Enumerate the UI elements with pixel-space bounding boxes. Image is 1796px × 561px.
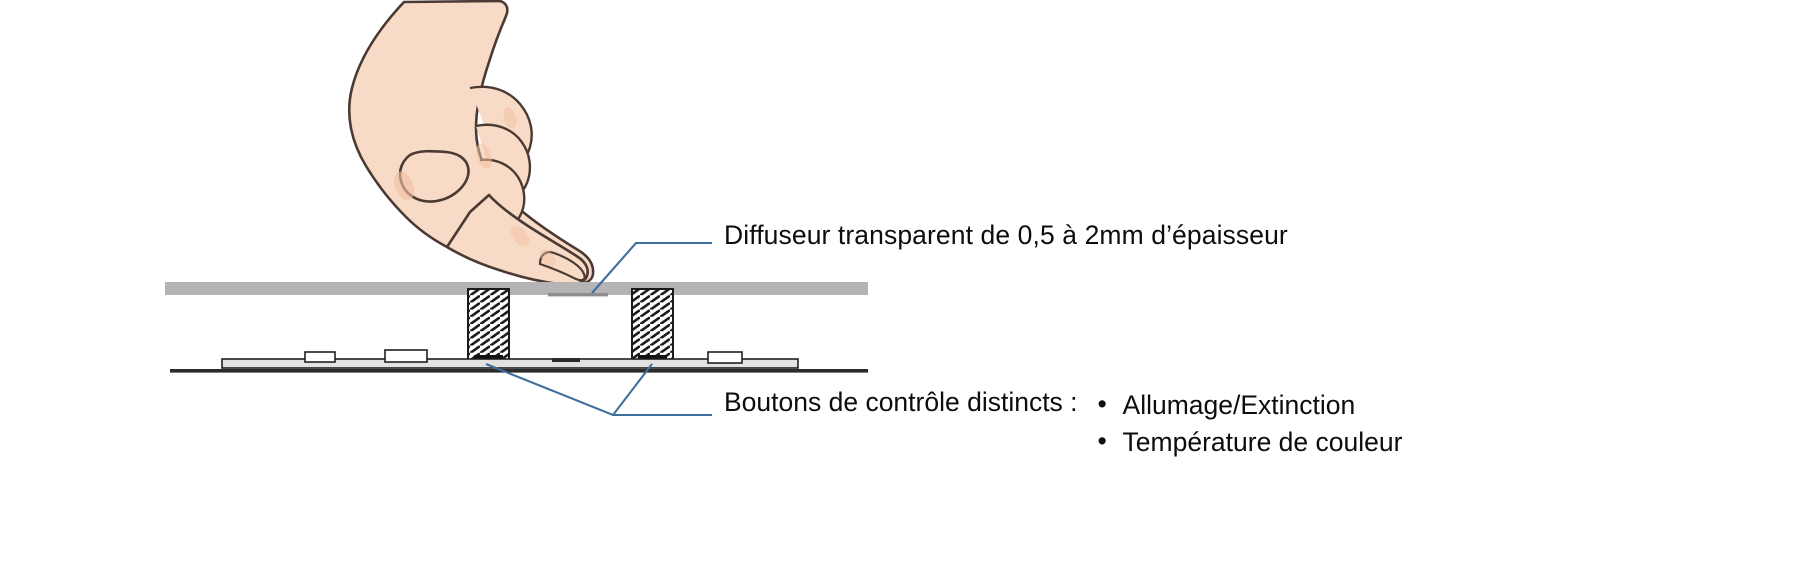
list-item-label: Allumage/Extinction — [1122, 390, 1356, 420]
bullet-icon: • — [1097, 425, 1107, 456]
leader-line-buttons — [485, 363, 712, 417]
diffuser-panel — [165, 282, 868, 297]
label-diffuser: Diffuseur transparent de 0,5 à 2mm d’épa… — [724, 220, 1288, 250]
list-item: • Température de couleur — [1094, 424, 1403, 461]
label-buttons-block: Boutons de contrôle distincts : • Alluma… — [724, 387, 1402, 460]
hand-illustration — [347, 0, 595, 287]
list-item: • Allumage/Extinction — [1094, 387, 1403, 424]
button-right[interactable] — [631, 288, 674, 363]
list-item-label: Température de couleur — [1122, 426, 1403, 457]
pcb-assembly — [170, 349, 868, 373]
buttons-list: • Allumage/Extinction • Température de c… — [1078, 387, 1403, 460]
label-buttons-lead: Boutons de contrôle distincts : — [724, 387, 1078, 417]
button-left[interactable] — [467, 288, 510, 363]
bullet-icon: • — [1097, 389, 1107, 419]
leader-line-diffuser — [591, 241, 712, 294]
